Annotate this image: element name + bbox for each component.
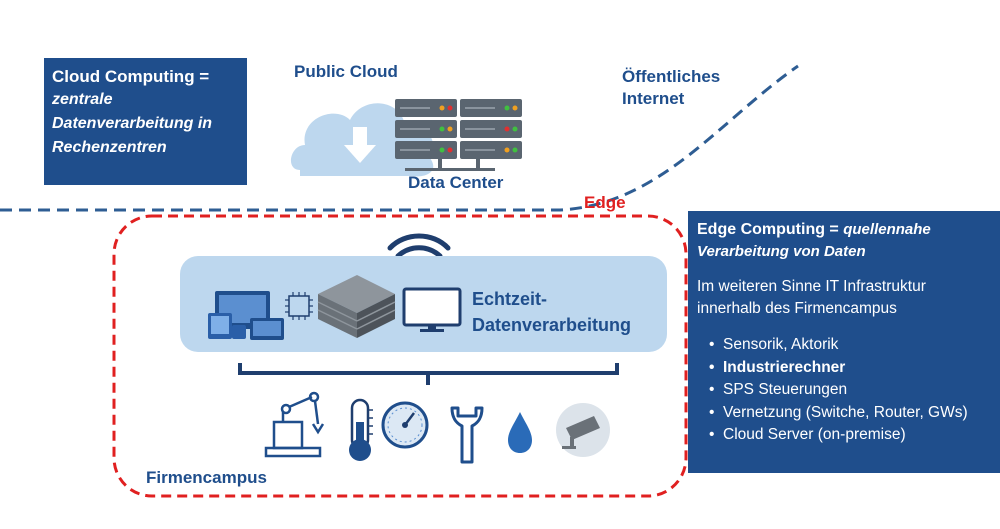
edge-box-paragraph-line-2: innerhalb des Firmencampus: [697, 300, 897, 317]
internet-label-line-1: Öffentliches: [622, 67, 721, 86]
edge-boundary: [112, 214, 688, 498]
internet-boundary-line: [0, 64, 799, 212]
firmencampus-label: Firmencampus: [146, 468, 267, 487]
cloud-computing-box: Cloud Computing = zentrale Datenverarbei…: [44, 58, 247, 185]
public-cloud-label: Public Cloud: [294, 62, 398, 81]
bracket: [238, 363, 619, 385]
gauge-icon: [381, 401, 429, 449]
devices-icon: [208, 291, 284, 340]
bullet-item: Vernetzung (Switche, Router, GWs): [709, 402, 991, 425]
bullet-item: Sensorik, Aktorik: [709, 334, 991, 357]
edge-box-paragraph-line-1: Im weiteren Sinne IT Infrastruktur: [697, 278, 926, 295]
chip-icon: [285, 292, 313, 320]
edge-box-title-italic-2: Verarbeitung von Daten: [697, 243, 866, 260]
cloud-box-line-2: Datenverarbeitung in: [52, 115, 213, 132]
bullet-item: Industrierechner: [709, 357, 991, 380]
echtzeit-line-1: Echtzeit-: [472, 289, 548, 309]
echtzeit-label: Echtzeit- Datenverarbeitung: [472, 286, 631, 338]
cloud-box-line-1: zentrale: [52, 91, 113, 108]
internet-label: Öffentliches Internet: [622, 66, 752, 110]
water-drop-icon: [508, 412, 532, 453]
monitor-icon: [402, 287, 462, 332]
edge-box-title: Edge Computing =: [697, 221, 839, 238]
edge-label: Edge: [584, 193, 626, 212]
edge-computing-box: Edge Computing = quellennahe Verarbeitun…: [688, 211, 1000, 473]
server-rack-icon: [395, 99, 522, 171]
camera-icon: [556, 403, 610, 457]
wrench-icon: [450, 406, 484, 464]
server-stack-icon: [317, 275, 396, 338]
cloud-box-title: Cloud Computing =: [52, 67, 210, 86]
internet-label-line-2: Internet: [622, 89, 685, 108]
cloud-box-line-3: Rechenzentren: [52, 139, 167, 156]
thermometer-icon: [349, 398, 373, 461]
data-center-label: Data Center: [408, 173, 504, 192]
echtzeit-line-2: Datenverarbeitung: [472, 315, 632, 335]
bullet-item: Cloud Server (on-premise): [709, 424, 991, 447]
edge-box-bullet-list: Sensorik, Aktorik Industrierechner SPS S…: [697, 334, 991, 447]
edge-box-title-italic-1: quellennahe: [843, 221, 931, 238]
bullet-item: SPS Steuerungen: [709, 379, 991, 402]
edge-box-paragraph: Im weiteren Sinne IT Infrastruktur inner…: [697, 276, 991, 320]
robot-arm-icon: [264, 391, 325, 458]
